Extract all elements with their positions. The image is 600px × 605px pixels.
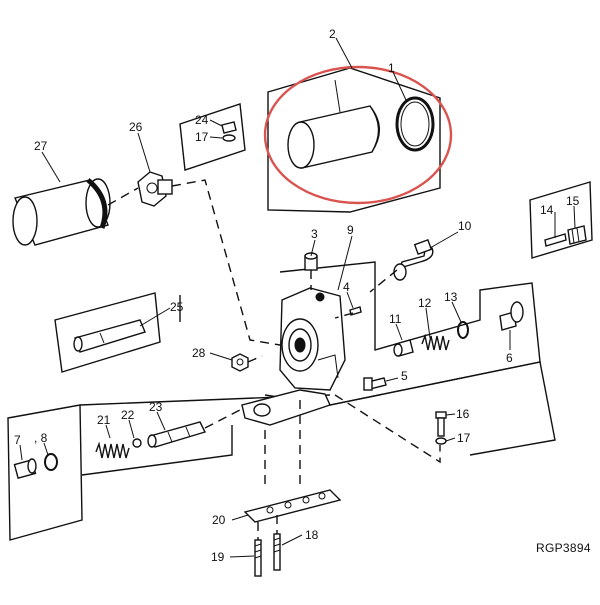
part-1-o-ring bbox=[395, 96, 435, 152]
panel-outlines bbox=[7, 67, 593, 541]
panel-7-8-a bbox=[7, 404, 83, 541]
panel-14-15 bbox=[529, 181, 593, 259]
label-1: 1 bbox=[388, 61, 395, 75]
label-20: 20 bbox=[212, 513, 226, 527]
part-10-elbow bbox=[393, 239, 434, 281]
label-15: 15 bbox=[566, 194, 580, 208]
label-18: 18 bbox=[305, 528, 319, 542]
label-25: 25 bbox=[170, 300, 184, 314]
panel-25 bbox=[54, 292, 161, 373]
label-5: 5 bbox=[401, 369, 408, 383]
label-11: 11 bbox=[389, 312, 402, 326]
part-number-labels: 2 1 27 26 24 17 14 15 10 9 3 4 25 28 5 1… bbox=[14, 27, 580, 564]
label-27: 27 bbox=[34, 139, 48, 153]
label-23: 23 bbox=[149, 400, 163, 414]
label-16: 16 bbox=[456, 407, 470, 421]
part-23-plunger bbox=[147, 421, 206, 448]
label-17-top: 17 bbox=[195, 130, 209, 144]
part-7-plug bbox=[13, 458, 37, 479]
part-17-washer bbox=[435, 437, 447, 445]
label-9: 9 bbox=[347, 223, 354, 237]
label-22: 22 bbox=[121, 408, 135, 422]
part-22-ball bbox=[132, 438, 142, 448]
part-27-oil-filter bbox=[12, 178, 111, 246]
label-6: 6 bbox=[506, 351, 513, 365]
part-25-tube bbox=[73, 319, 146, 353]
part-2-cylinder bbox=[287, 105, 380, 169]
label-26: 26 bbox=[129, 120, 143, 134]
part-18-stud bbox=[273, 533, 281, 571]
label-3: 3 bbox=[311, 227, 318, 241]
label-10: 10 bbox=[458, 219, 472, 233]
label-4: 4 bbox=[343, 280, 350, 294]
panel-lower-right bbox=[329, 361, 556, 456]
highlight-ellipse bbox=[263, 65, 453, 205]
label-17-bottom: 17 bbox=[457, 431, 471, 445]
label-12: 12 bbox=[418, 296, 432, 310]
part-26-fitting bbox=[137, 171, 173, 207]
panel-24-17 bbox=[179, 103, 246, 171]
leader-lines bbox=[19, 37, 576, 558]
part-8-ring bbox=[44, 453, 58, 471]
part-28-nut bbox=[231, 353, 249, 372]
part-11-valve bbox=[393, 339, 414, 357]
label-7: 7 bbox=[14, 433, 21, 447]
label-2: 2 bbox=[329, 27, 336, 41]
assembly-dash-lines bbox=[107, 179, 441, 540]
part-9-housing bbox=[241, 287, 346, 426]
part-13-ring bbox=[457, 321, 469, 339]
label-19: 19 bbox=[211, 550, 225, 564]
part-24-17-small bbox=[221, 121, 237, 142]
part-16-bolt bbox=[435, 411, 447, 437]
label-13: 13 bbox=[444, 290, 458, 304]
label-24: 24 bbox=[195, 113, 209, 127]
part-12-spring bbox=[421, 333, 450, 351]
part-20-gasket bbox=[243, 489, 342, 523]
label-8: , 8 bbox=[34, 431, 48, 445]
label-14: 14 bbox=[540, 203, 554, 217]
part-6-plug bbox=[499, 301, 524, 331]
part-21-spring bbox=[95, 441, 130, 459]
part-5-bolt bbox=[363, 377, 387, 391]
label-28: 28 bbox=[192, 346, 206, 360]
part-14-pin bbox=[544, 233, 567, 247]
part-19-stud bbox=[254, 539, 262, 577]
label-21: 21 bbox=[97, 413, 111, 427]
part-15-plug bbox=[567, 225, 587, 245]
panel-lower-mid bbox=[81, 425, 233, 476]
reference-code: RGP3894 bbox=[536, 541, 591, 555]
